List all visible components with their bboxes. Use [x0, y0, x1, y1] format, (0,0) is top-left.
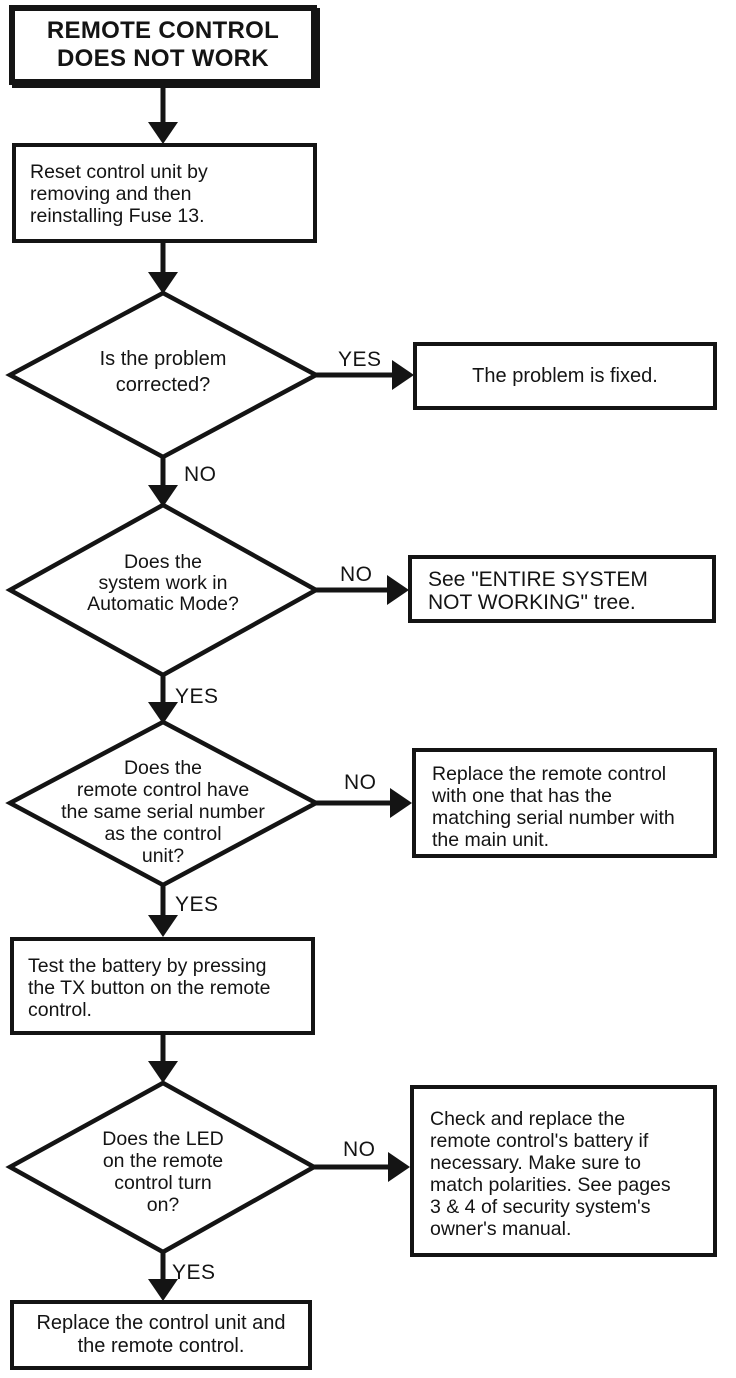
edge-label-decision1-yes: YES	[338, 348, 382, 371]
arrow-start-to-reset	[148, 85, 178, 144]
process-see-entire-system-node: See "ENTIRE SYSTEM NOT WORKING" tree.	[408, 555, 716, 623]
process-test-battery-node: Test the battery by pressing the TX butt…	[10, 937, 315, 1035]
arrow-decision3-yes	[148, 885, 178, 937]
process-replace-remote-node: Replace the remote control with one that…	[412, 748, 717, 858]
decision-serial-number-label: Does the remote control have the same se…	[61, 757, 265, 867]
terminal-replace-both-node: Replace the control unit and the remote …	[10, 1300, 312, 1370]
arrow-decision1-yes	[316, 360, 414, 390]
edge-label-decision3-yes: YES	[175, 893, 219, 916]
edge-label-decision4-no: NO	[343, 1138, 376, 1161]
arrow-decision3-no	[316, 788, 412, 818]
edge-label-decision2-no: NO	[340, 563, 373, 586]
process-check-battery-node: Check and replace the remote control's b…	[410, 1085, 717, 1257]
edge-label-decision4-yes: YES	[172, 1261, 216, 1284]
decision-led-on-label: Does the LED on the remote control turn …	[102, 1128, 224, 1216]
terminal-problem-fixed-node: The problem is fixed.	[413, 342, 717, 410]
arrow-decision4-yes	[148, 1252, 178, 1301]
arrow-test-to-decision4	[148, 1035, 178, 1083]
arrow-reset-to-decision1	[148, 243, 178, 294]
decision-problem-corrected-label: Is the problem corrected?	[99, 348, 227, 396]
start-node: REMOTE CONTROL DOES NOT WORK	[9, 5, 317, 85]
decision-automatic-mode-label: Does the system work in Automatic Mode?	[87, 551, 239, 615]
edge-label-decision1-no: NO	[184, 463, 217, 486]
arrow-decision2-no	[316, 575, 409, 605]
process-reset-fuse-node: Reset control unit by removing and then …	[12, 143, 317, 243]
arrow-decision1-no	[148, 457, 178, 507]
arrow-decision2-yes	[148, 675, 178, 724]
arrow-decision4-no	[314, 1152, 410, 1182]
edge-label-decision2-yes: YES	[175, 685, 219, 708]
edge-label-decision3-no: NO	[344, 771, 377, 794]
